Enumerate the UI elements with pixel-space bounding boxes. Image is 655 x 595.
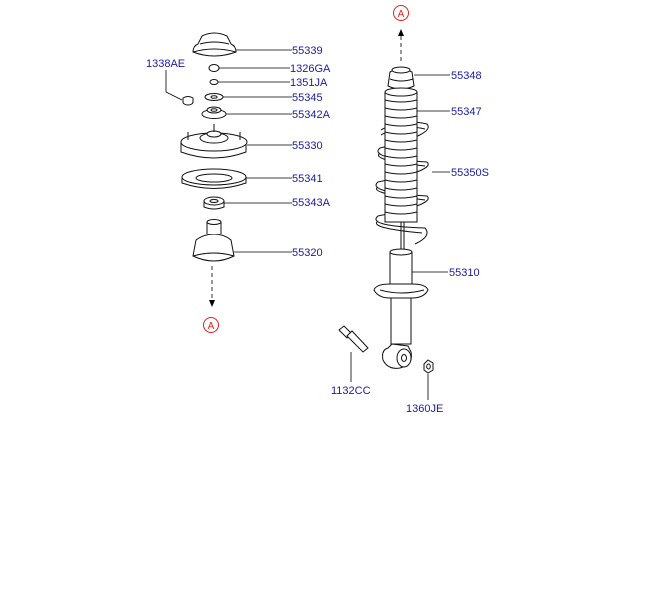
part-1351JA-washer[interactable] — [209, 79, 219, 85]
part-1132CC-bolt[interactable] — [338, 325, 369, 353]
label-55342A[interactable]: 55342A — [292, 109, 331, 121]
reference-marker-top[interactable]: A — [393, 5, 409, 21]
part-55310-shock[interactable] — [373, 222, 429, 369]
label-55341[interactable]: 55341 — [292, 173, 323, 185]
part-1360JE-nut[interactable] — [423, 359, 434, 374]
part-55342A-bushing[interactable] — [201, 106, 227, 119]
part-55339-cap[interactable] — [192, 32, 237, 57]
label-55343A[interactable]: 55343A — [292, 197, 331, 209]
part-55343A-bearing[interactable] — [203, 196, 225, 210]
label-55347[interactable]: 55347 — [451, 106, 482, 118]
label-1132CC[interactable]: 1132CC — [331, 385, 371, 397]
label-55320[interactable]: 55320 — [292, 247, 323, 259]
label-55339[interactable]: 55339 — [292, 45, 323, 57]
label-1338AE[interactable]: 1338AE — [146, 58, 185, 70]
label-55348[interactable]: 55348 — [451, 70, 482, 82]
part-55320-bumper[interactable] — [192, 219, 235, 262]
reference-marker-bottom-label: A — [208, 321, 215, 332]
part-55347-boot[interactable] — [384, 87, 418, 223]
part-labels: 55339 1326GA 1338AE 1351JA 55345 55342A … — [146, 45, 489, 415]
part-55345-washer[interactable] — [204, 93, 224, 101]
part-1338AE-cap[interactable] — [182, 96, 194, 106]
reference-marker-top-label: A — [398, 9, 405, 20]
label-55310[interactable]: 55310 — [449, 267, 480, 279]
part-55330-mount[interactable] — [180, 124, 248, 159]
label-1351JA[interactable]: 1351JA — [290, 77, 328, 89]
label-1326GA[interactable]: 1326GA — [290, 63, 331, 75]
label-1360JE[interactable]: 1360JE — [406, 403, 443, 415]
label-55345[interactable]: 55345 — [292, 92, 323, 104]
part-55348-bumpstop[interactable] — [387, 66, 415, 90]
reference-marker-bottom[interactable]: A — [203, 317, 219, 333]
label-55350S[interactable]: 55350S — [451, 167, 489, 179]
part-55341-seat[interactable] — [181, 168, 247, 189]
label-55330[interactable]: 55330 — [292, 140, 323, 152]
part-1326GA-nut[interactable] — [208, 64, 220, 72]
